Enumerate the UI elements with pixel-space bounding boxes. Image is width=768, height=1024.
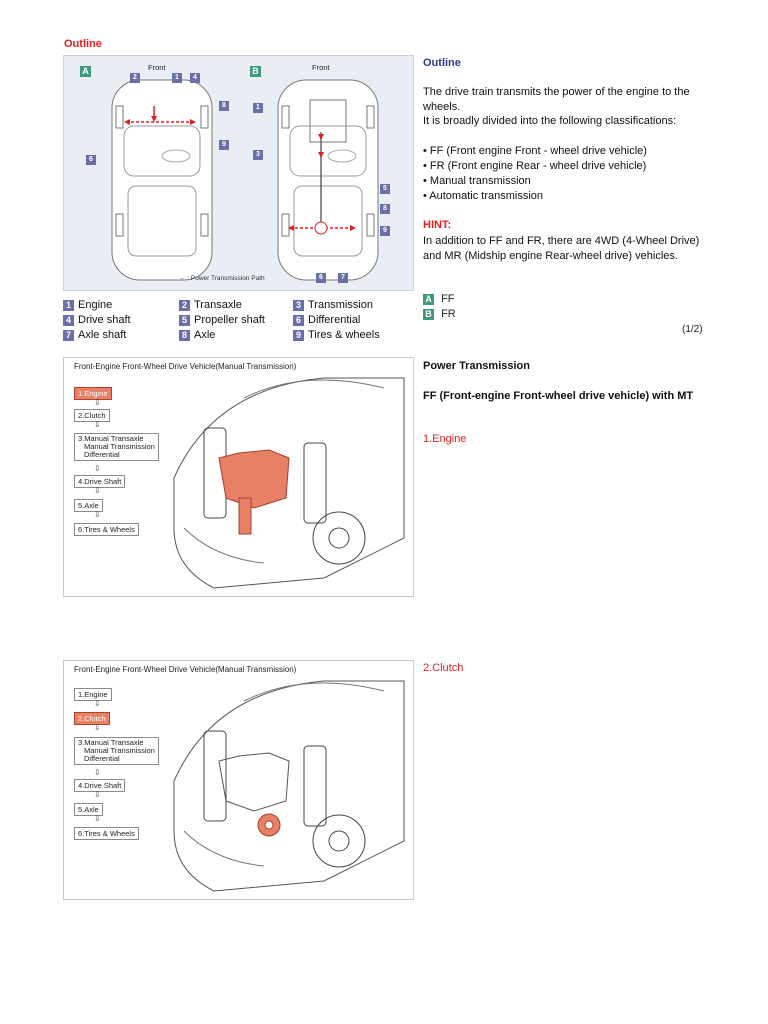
engine-flow-figure: Front-Engine Front-Wheel Drive Vehicle(M… xyxy=(63,357,414,597)
step-manual-transaxle: 3.Manual Transaxle Manual Transmission D… xyxy=(74,433,159,461)
bullet-fr: • FR (Front engine Rear - wheel drive ve… xyxy=(423,159,646,174)
step-label-engine: 1.Engine xyxy=(423,433,466,445)
step-clutch: 2.Clutch xyxy=(74,712,110,725)
key-fr: B FR xyxy=(423,308,456,320)
drivetrain-layout-diagram: A B Front Front xyxy=(63,55,414,291)
step-arrow-icon: ⇩ xyxy=(94,790,101,799)
step-arrow-icon: ⇩ xyxy=(94,768,101,777)
tag-engine-b: 1 xyxy=(253,103,263,113)
hint-text: In addition to FF and FR, there are 4WD … xyxy=(423,234,713,263)
step-manual-transaxle: 3.Manual Transaxle Manual Transmission D… xyxy=(74,737,159,765)
tag-tires-wheels-b: 9 xyxy=(380,226,390,236)
bullet-ff: • FF (Front engine Front - wheel drive v… xyxy=(423,144,647,159)
hint-label: HINT: xyxy=(423,219,451,231)
step-arrow-icon: ⇩ xyxy=(94,464,101,473)
section-heading-outline: Outline xyxy=(64,38,102,50)
outline-paragraph-1: The drive train transmits the power of t… xyxy=(423,85,713,114)
tag-engine: 1 xyxy=(172,73,182,83)
step-clutch: 2.Clutch xyxy=(74,409,110,422)
step-arrow-icon: ⇩ xyxy=(94,420,101,429)
step-tires-wheels: 6.Tires & Wheels xyxy=(74,523,139,536)
outline-paragraph-2: It is broadly divided into the following… xyxy=(423,114,723,129)
outline-heading: Outline xyxy=(423,57,461,69)
step-arrow-icon: ⇩ xyxy=(94,486,101,495)
step-arrow-icon: ⇩ xyxy=(94,398,101,407)
tag-drive-shaft: 4 xyxy=(190,73,200,83)
ff-mt-subheading: FF (Front-engine Front-wheel drive vehic… xyxy=(423,389,713,404)
tag-differential: 6 xyxy=(86,155,96,165)
step-arrow-icon: ⇩ xyxy=(94,814,101,823)
tag-axle-shaft-b: 7 xyxy=(338,273,348,283)
tag-differential-b: 6 xyxy=(316,273,326,283)
tag-tires-wheels: 9 xyxy=(219,140,229,150)
step-arrow-icon: ⇩ xyxy=(94,723,101,732)
power-path-legend: ← : Power Transmission Path xyxy=(179,275,265,282)
power-transmission-heading: Power Transmission xyxy=(423,360,530,372)
bullet-automatic: • Automatic transmission xyxy=(423,189,543,204)
step-arrow-icon: ⇩ xyxy=(94,699,101,708)
tag-axle-b: 8 xyxy=(380,204,390,214)
step-tires-wheels: 6.Tires & Wheels xyxy=(74,827,139,840)
key-ff: A FF xyxy=(423,293,455,305)
clutch-flow-figure: Front-Engine Front-Wheel Drive Vehicle(M… xyxy=(63,660,414,900)
step-label-clutch: 2.Clutch xyxy=(423,662,463,674)
car-outline-drawings xyxy=(64,56,413,290)
step-engine: 1.Engine xyxy=(74,387,112,400)
tag-propeller-shaft-b: 5 xyxy=(380,184,390,194)
step-arrow-icon: ⇩ xyxy=(94,510,101,519)
tag-transaxle: 2 xyxy=(130,73,140,83)
tag-axle: 8 xyxy=(219,101,229,111)
tag-transmission-b: 3 xyxy=(253,150,263,160)
bullet-manual: • Manual transmission xyxy=(423,174,531,189)
step-engine: 1.Engine xyxy=(74,688,112,701)
page-indicator: (1/2) xyxy=(682,324,703,335)
